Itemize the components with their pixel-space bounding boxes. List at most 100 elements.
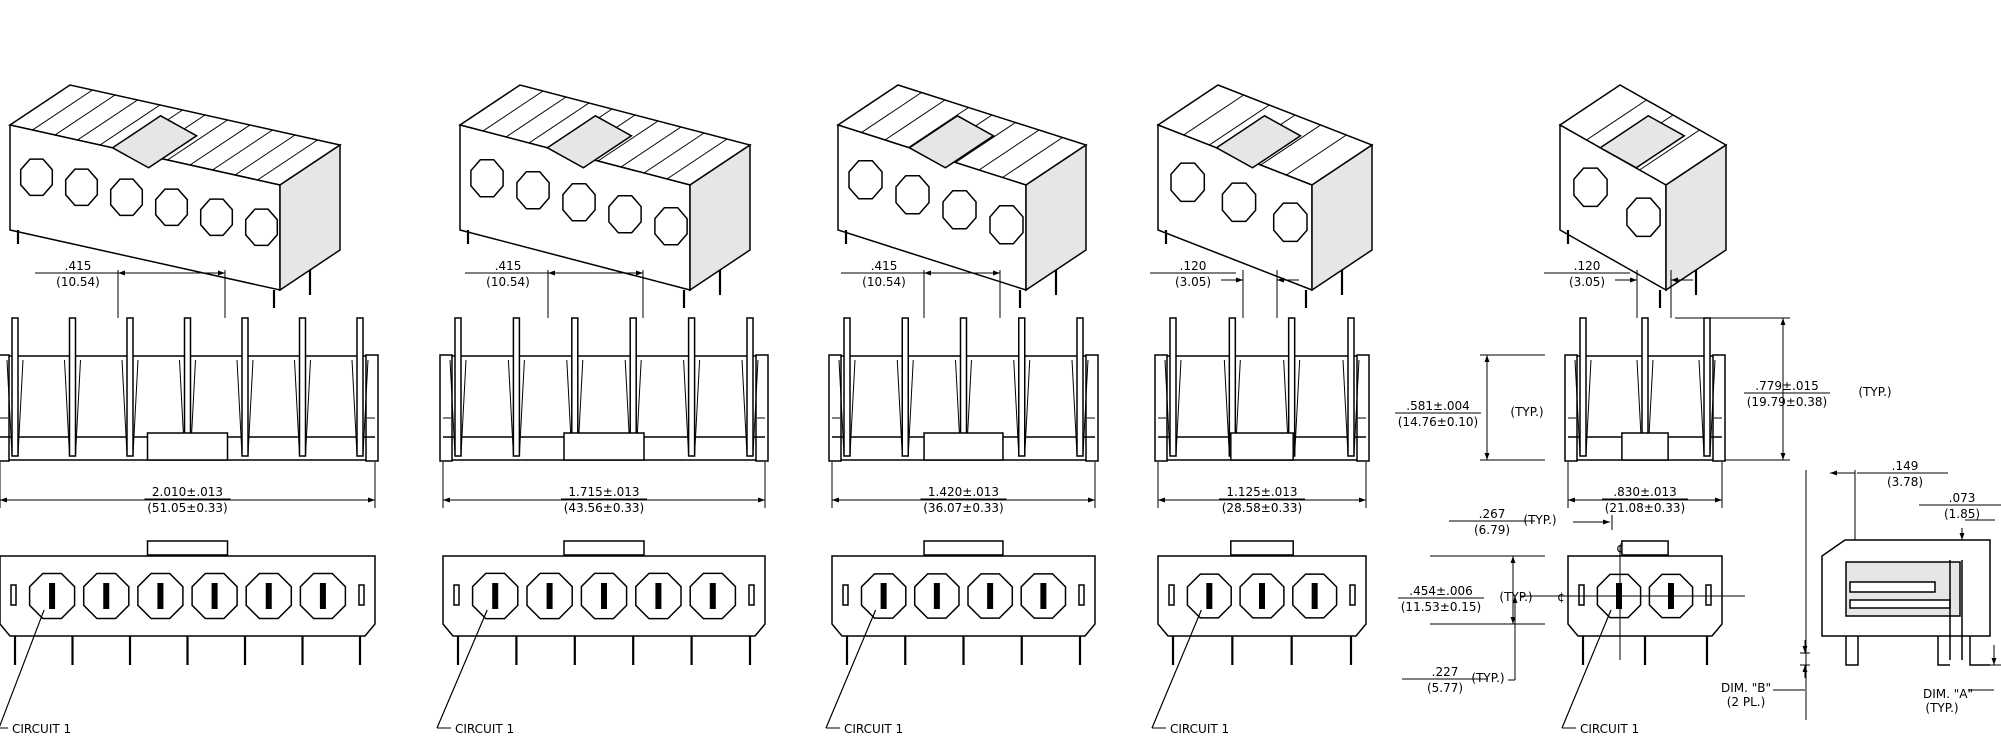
pitch-dim-four-mm: (10.54)	[862, 275, 906, 289]
offset-267-note: (TYP.)	[1523, 513, 1556, 527]
pitch-dim-four-inch: .415	[871, 259, 898, 273]
iso-cavity	[989, 205, 1024, 245]
side-149-dim-mm: (3.78)	[1887, 475, 1923, 489]
front-end-wall-right	[365, 354, 379, 462]
side-view	[1805, 470, 1991, 720]
face-terminal-slot	[933, 583, 940, 609]
iso-rib	[884, 99, 946, 141]
side-terminal	[1849, 581, 1936, 593]
iso-rib	[1260, 124, 1321, 166]
face-side-slot	[10, 584, 17, 606]
iso-rib	[505, 96, 567, 138]
dim-a-label: DIM. "A"	[1923, 687, 1973, 701]
iso-rib	[666, 138, 728, 180]
centerline-mark-left: ¢	[1557, 590, 1565, 604]
face-side-slot	[453, 584, 460, 606]
iso-rib	[837, 84, 899, 126]
iso-cavity	[848, 160, 883, 200]
front-end-wall-left	[0, 354, 10, 462]
front-cavity-wall	[1574, 359, 1592, 456]
face-terminal-slot	[157, 583, 164, 609]
front-view-two	[1564, 317, 1726, 462]
face-latch-tab	[923, 540, 1004, 556]
circuit-label-three: CIRCUIT 1	[1170, 722, 1229, 736]
iso-rib	[1286, 134, 1347, 176]
face-side-slot	[1578, 584, 1585, 606]
face-terminal-slot	[1040, 583, 1047, 609]
pitch-dim-three-mm: (3.05)	[1175, 275, 1211, 289]
front-pin	[1169, 317, 1177, 457]
face-terminal-slot	[265, 583, 272, 609]
row-227-note: (TYP.)	[1471, 671, 1504, 685]
face-terminal-slot	[987, 583, 994, 609]
front-cavity-wall	[449, 359, 467, 456]
face-latch-tab	[563, 540, 645, 556]
pitch-dim-two-inch: .120	[1574, 259, 1601, 273]
iso-cavity	[1221, 182, 1257, 223]
row-227-dim-mm: (5.77)	[1427, 681, 1463, 695]
centerline-mark-top: ¢	[1616, 541, 1624, 555]
iso-rib	[1183, 94, 1244, 136]
iso-latch	[545, 114, 633, 169]
iso-rib	[99, 104, 161, 146]
pin-height-note: (TYP.)	[1858, 385, 1891, 399]
face-view-five	[442, 540, 766, 665]
front-cavity-wall	[6, 359, 24, 456]
front-pin	[901, 317, 909, 457]
front-end-wall-right	[1085, 354, 1099, 462]
iso-rib	[9, 84, 71, 126]
side-terminal	[1849, 599, 1951, 609]
front-pin	[68, 317, 77, 457]
front-latch	[923, 432, 1004, 461]
iso-cavity	[608, 194, 642, 234]
iso-rib	[54, 94, 116, 136]
face-view-two	[1567, 540, 1723, 665]
iso-rib	[978, 129, 1040, 171]
offset-267-dim-mm: (6.79)	[1474, 523, 1510, 537]
face-terminal-slot	[103, 583, 110, 609]
iso-cavity	[470, 158, 504, 198]
pitch-dim-three-inch: .120	[1180, 259, 1207, 273]
iso-view-four	[836, 84, 1088, 308]
face-side-slot	[748, 584, 755, 606]
face-terminal-slot	[211, 583, 218, 609]
iso-cavity	[562, 182, 596, 222]
overall-dim-six-inch: 2.010±.013	[152, 485, 223, 499]
front-cavity-wall	[741, 359, 759, 456]
circuit-1-leader	[0, 609, 45, 727]
iso-cavity	[19, 158, 54, 197]
circuit-label-two: CIRCUIT 1	[1580, 722, 1639, 736]
front-end-wall-left	[828, 354, 842, 462]
front-cavity-wall	[64, 359, 81, 456]
front-cavity-wall	[294, 359, 311, 456]
face-terminal-slot	[319, 583, 326, 609]
face-latch-tab	[1230, 540, 1294, 556]
face-view-four	[831, 540, 1096, 665]
front-latch	[563, 432, 645, 461]
dimension-labels: .415(10.54)2.010±.013(51.05±0.33)CIRCUIT…	[12, 259, 2001, 736]
face-side-slot	[1349, 584, 1356, 606]
front-pin	[356, 317, 364, 457]
isometric-views	[8, 84, 1728, 308]
iso-latch	[1215, 114, 1302, 169]
iso-rib	[689, 144, 751, 186]
iso-rib	[1002, 137, 1063, 178]
dim-b-note: (2 PL.)	[1727, 695, 1766, 709]
mating-face-views	[0, 540, 1723, 665]
iso-cavity	[109, 178, 144, 217]
face-terminal-slot	[492, 583, 499, 609]
pitch-dim-two-mm: (3.05)	[1569, 275, 1605, 289]
pin-height-dim-inch: .779±.015	[1755, 379, 1819, 393]
front-pin	[512, 317, 521, 457]
body-height-dim-mm: (14.76±0.10)	[1398, 415, 1479, 429]
front-view-three	[1154, 317, 1370, 462]
front-cavity-wall	[1164, 359, 1182, 456]
iso-rib	[212, 129, 273, 171]
iso-rib	[1157, 84, 1219, 126]
overall-dim-three-inch: 1.125±.013	[1226, 485, 1297, 499]
face-height-note: (TYP.)	[1499, 590, 1532, 604]
iso-view-six	[8, 84, 342, 308]
iso-latch	[1598, 114, 1686, 169]
overall-dim-two-mm: (21.08±0.33)	[1605, 501, 1686, 515]
front-pin	[1703, 317, 1711, 457]
